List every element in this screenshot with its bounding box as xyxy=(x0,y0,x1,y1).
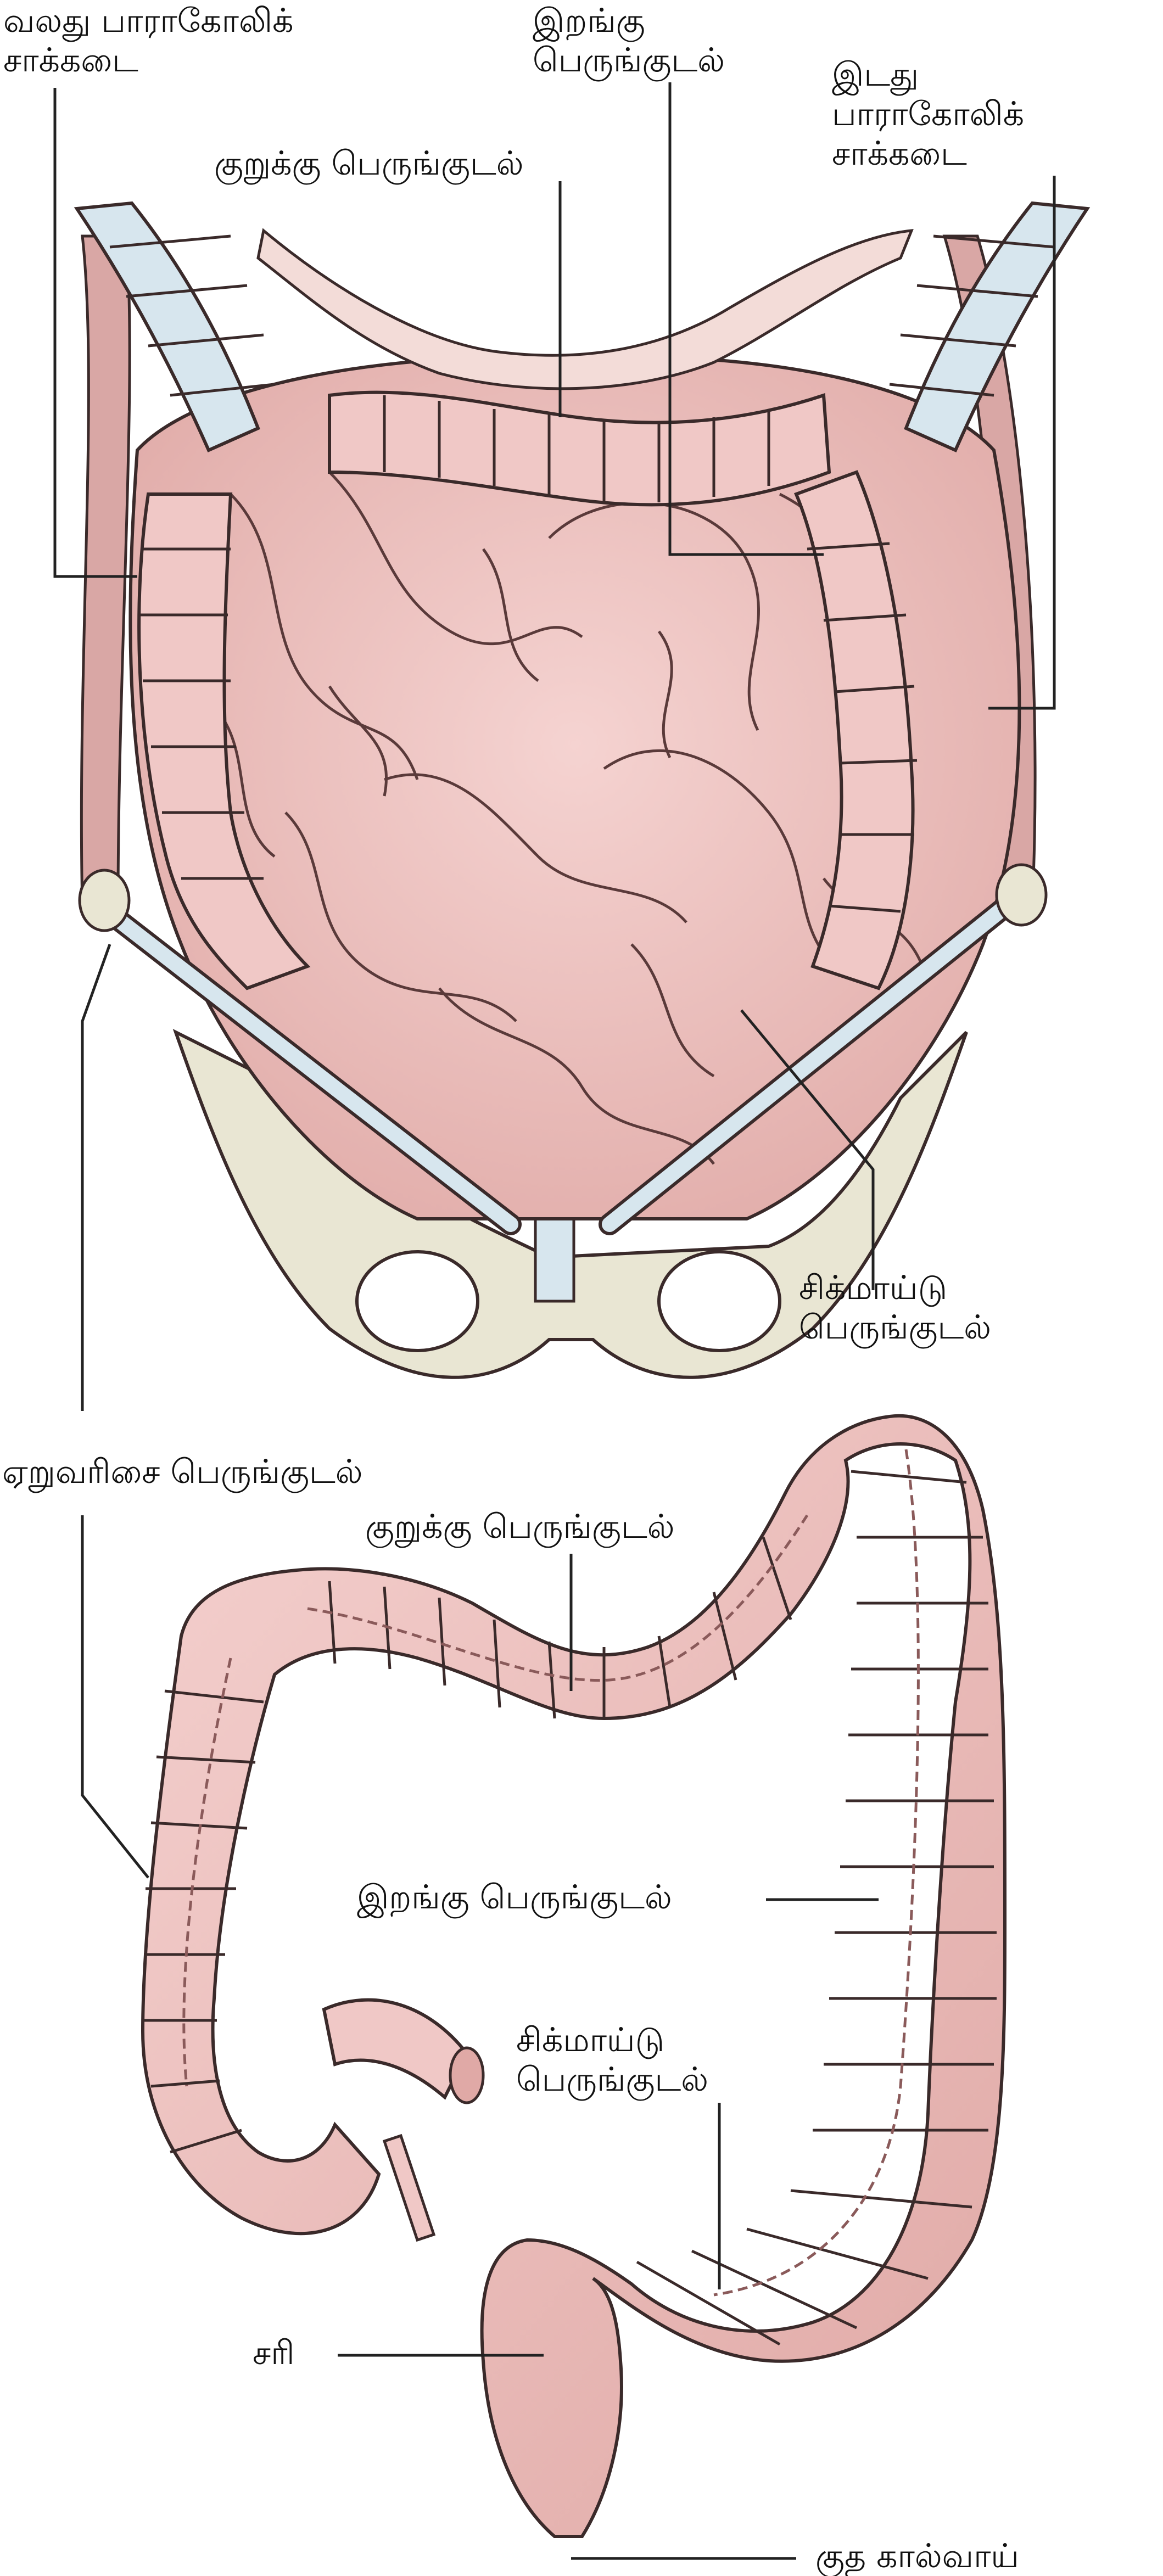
label-ascending-text: ஏறுவரிசை பெருங்குடல் xyxy=(2,1453,363,1491)
right-inguinal-ligament-fill xyxy=(86,893,518,1232)
label-right-paracolic-line2: சாக்கடை xyxy=(3,41,138,80)
taenia-coli xyxy=(182,1449,920,2297)
leader-lines xyxy=(53,82,1056,2560)
label-descending-colon-bottom: இறங்கு பெருங்குடல் xyxy=(357,1878,672,1917)
abdomen-illustration xyxy=(74,201,1091,1379)
ileum xyxy=(322,1998,469,2100)
label-transverse-colon-bottom: குறுக்கு பெருங்குடல் xyxy=(365,1507,675,1547)
upper-ascending-colon xyxy=(137,492,311,990)
label-rectum-text: சரி xyxy=(253,2334,295,2372)
label-sigmoid-colon-bottom: சிக்மாய்டு பெருங்குடல் xyxy=(516,2020,708,2099)
label-transverse-top-text: குறுக்கு பெருங்குடல் xyxy=(214,144,524,183)
label-sigmoid-top-line2: பெருங்குடல் xyxy=(799,1308,992,1347)
appendix xyxy=(382,2133,436,2242)
label-rectum: சரி xyxy=(253,2333,294,2373)
upper-descending-colon xyxy=(794,470,915,990)
upper-transverse-colon xyxy=(328,390,831,507)
left-inguinal-ligament-fill xyxy=(602,882,1035,1232)
label-right-paracolic-line1: வலது பாராகோலிக் xyxy=(3,2,294,40)
leader-right-paracolic xyxy=(53,88,137,578)
haustra xyxy=(144,1470,997,2346)
label-right-paracolic-gutter: வலது பாராகோலிக் சாக்கடை xyxy=(3,1,294,80)
label-transverse-colon-top: குறுக்கு பெருங்குடல் xyxy=(214,144,524,183)
rib-cage xyxy=(74,201,1091,452)
right-asis xyxy=(78,869,131,932)
label-sigmoid-bottom-line2: பெருங்குடல் xyxy=(516,2060,709,2099)
leader-left-paracolic xyxy=(988,176,1056,710)
label-anal-canal-text: குத கால்வாய் xyxy=(815,2537,1019,2575)
leader-ascending-bottom xyxy=(81,1515,149,1879)
label-descending-top-line2: பெருங்குடல் xyxy=(533,41,725,80)
left-asis xyxy=(995,863,1048,927)
label-descending-bottom-text: இறங்கு பெருங்குடல் xyxy=(357,1878,672,1917)
right-obturator-foramen xyxy=(657,1250,781,1352)
ileum-opening xyxy=(449,2046,485,2104)
colon-illustration xyxy=(141,1414,1007,2538)
label-left-paracolic-line2: பாராகோலிக் xyxy=(832,95,1025,133)
leader-descending-top xyxy=(668,82,824,556)
label-sigmoid-bottom-line1: சிக்மாய்டு xyxy=(516,2021,664,2059)
label-ascending-colon: ஏறுவரிசை பெருங்குடல் xyxy=(2,1452,363,1492)
label-anal-canal: குத கால்வாய் xyxy=(815,2536,1019,2576)
label-sigmoid-top-line1: சிக்மாய்டு xyxy=(799,1269,947,1307)
label-left-paracolic-gutter: இடது பாராகோலிக் சாக்கடை xyxy=(832,55,1024,173)
leader-sigmoid-top xyxy=(740,1009,875,1290)
label-descending-top-line1: இறங்கு xyxy=(533,2,645,40)
leader-ascending-top xyxy=(81,944,111,1411)
label-descending-colon-top: இறங்கு பெருங்குடல் xyxy=(533,1,725,80)
label-left-paracolic-line1: இடது xyxy=(832,55,919,94)
label-transverse-bottom-text: குறுக்கு பெருங்குடல் xyxy=(365,1508,675,1546)
left-obturator-foramen xyxy=(355,1250,479,1352)
right-abdominal-wall xyxy=(80,234,131,908)
label-sigmoid-colon-top: சிக்மாய்டு பெருங்குடல் xyxy=(799,1268,991,1347)
label-left-paracolic-line3: சாக்கடை xyxy=(832,135,967,173)
colon-tube xyxy=(141,1414,1007,2538)
